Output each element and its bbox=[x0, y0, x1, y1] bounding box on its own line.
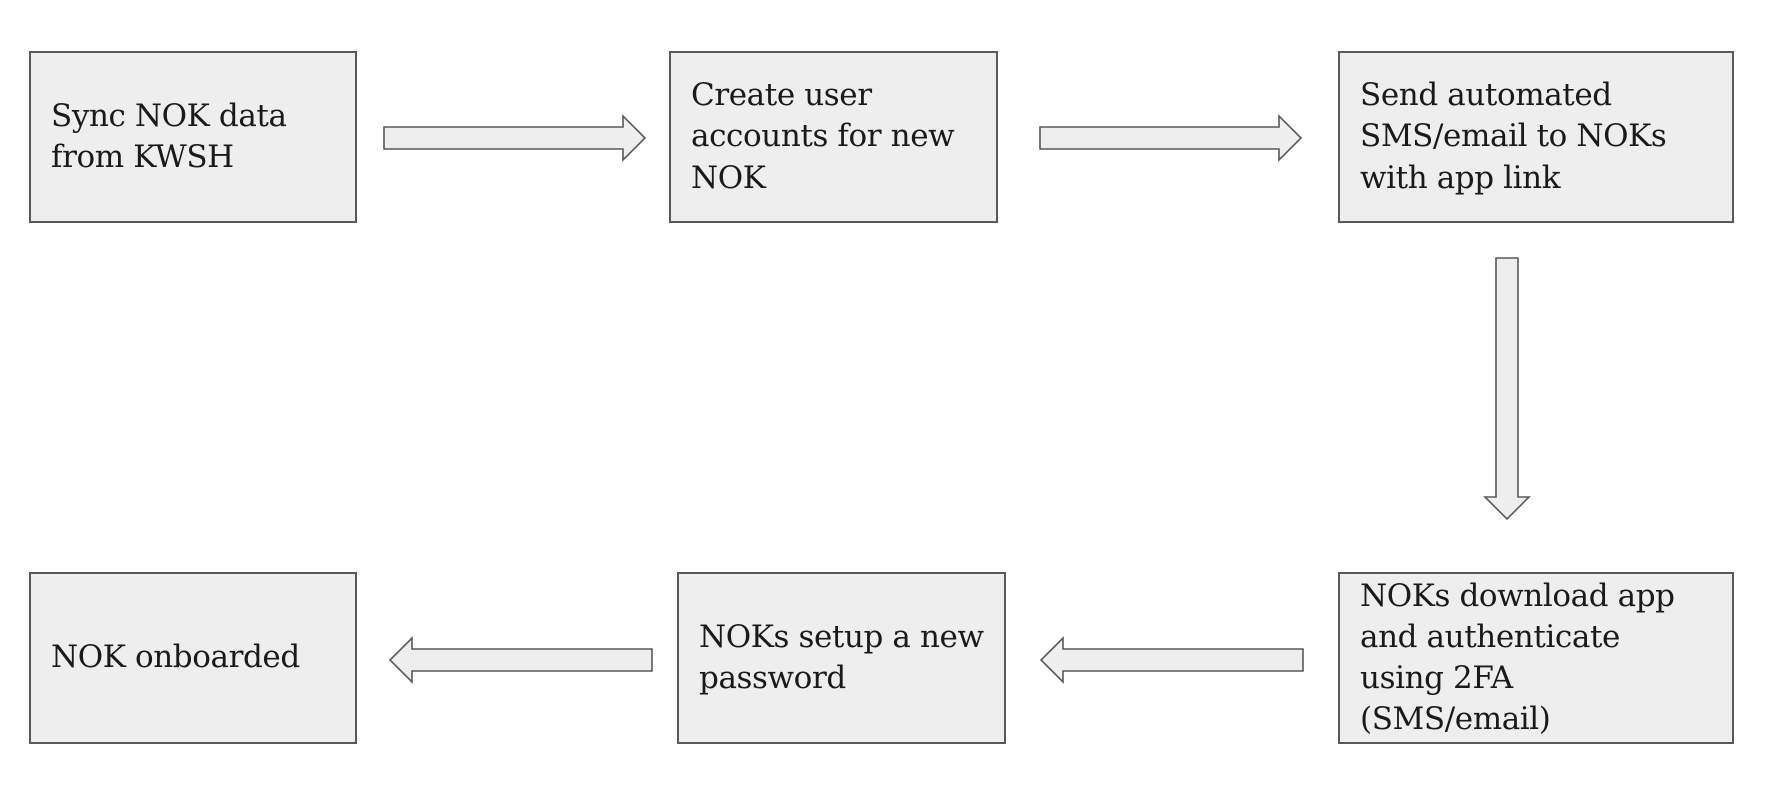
step-setup-password: NOKs setup a new password bbox=[677, 572, 1006, 744]
step-nok-onboarded: NOK onboarded bbox=[29, 572, 357, 744]
step-send-automated-message: Send automated SMS/email to NOKs with ap… bbox=[1338, 51, 1734, 223]
step-label: NOKs setup a new password bbox=[699, 618, 984, 696]
step-sync-nok-data: Sync NOK data from KWSH bbox=[29, 51, 357, 223]
arrow-send-to-download bbox=[1483, 257, 1531, 521]
step-download-and-authenticate: NOKs download app and authenticate using… bbox=[1338, 572, 1734, 744]
arrow-password-to-onboarded bbox=[388, 636, 653, 684]
step-label: NOKs download app and authenticate using… bbox=[1360, 577, 1675, 738]
step-label: Create user accounts for new NOK bbox=[691, 77, 955, 196]
arrow-sync-to-create bbox=[383, 114, 647, 162]
step-create-user-accounts: Create user accounts for new NOK bbox=[669, 51, 998, 223]
arrow-create-to-send bbox=[1039, 114, 1303, 162]
step-label: Send automated SMS/email to NOKs with ap… bbox=[1360, 77, 1667, 196]
arrow-download-to-password bbox=[1039, 636, 1304, 684]
step-label: Sync NOK data from KWSH bbox=[51, 97, 287, 175]
step-label: NOK onboarded bbox=[51, 639, 300, 676]
